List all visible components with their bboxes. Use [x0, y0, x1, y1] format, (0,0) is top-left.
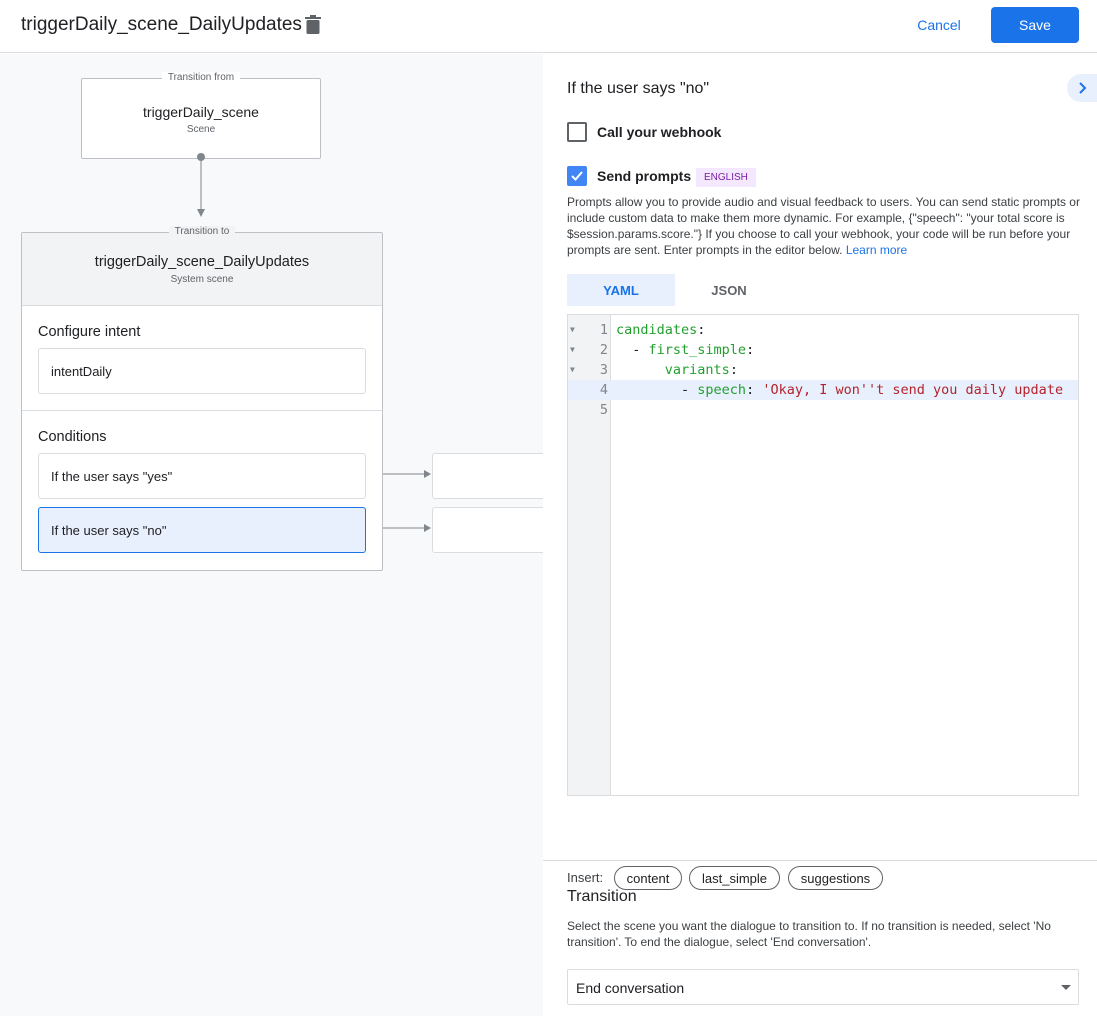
code-colon: :: [729, 362, 738, 378]
code-key: variants: [664, 362, 730, 378]
code-dash: -: [632, 342, 649, 358]
line-number: 1: [599, 322, 608, 338]
line-number: 5: [599, 402, 608, 418]
insert-chip-content[interactable]: content: [614, 866, 682, 890]
prompts-label: Send prompts: [597, 168, 692, 184]
node-title: triggerDaily_scene_DailyUpdates: [94, 254, 310, 270]
language-badge: ENGLISH: [696, 168, 756, 187]
line-number: 4: [599, 382, 608, 398]
transition-title: Transition: [567, 888, 637, 905]
prompts-checkbox[interactable]: [567, 166, 587, 186]
conditions-label: Conditions: [38, 429, 107, 445]
fold-arrow-icon[interactable]: ▼: [570, 365, 575, 374]
webhook-label: Call your webhook: [597, 124, 722, 140]
intent-box[interactable]: intentDaily: [38, 348, 366, 394]
chevron-right-icon: [1079, 82, 1087, 94]
code-line: 2 ▼ - first_simple:: [568, 340, 1078, 360]
target-node-yes[interactable]: [432, 453, 543, 499]
save-button[interactable]: Save: [991, 7, 1079, 43]
code-colon: :: [746, 342, 755, 358]
node-title: triggerDaily_scene: [143, 104, 259, 120]
insert-chip-last-simple[interactable]: last_simple: [689, 866, 780, 890]
code-indent: [616, 342, 632, 358]
panel-title: If the user says "no": [567, 80, 710, 97]
node-subtitle: System scene: [170, 274, 234, 285]
node-subtitle: Scene: [186, 124, 216, 135]
code-line: 4 - speech: 'Okay, I won''t send you dai…: [568, 380, 1078, 400]
fold-arrow-icon[interactable]: ▼: [570, 345, 575, 354]
condition-yes[interactable]: If the user says "yes": [38, 453, 366, 499]
code-colon: :: [746, 382, 763, 398]
tab-json[interactable]: JSON: [711, 282, 747, 298]
trash-icon[interactable]: [305, 15, 321, 34]
check-icon: [571, 171, 583, 181]
code-indent: [616, 382, 681, 398]
prompts-description: Prompts allow you to provide audio and v…: [567, 195, 1080, 257]
transition-from-node[interactable]: Transition from triggerDaily_scene Scene: [81, 72, 321, 159]
transition-select[interactable]: End conversation: [567, 969, 1079, 1005]
line-number: 3: [599, 362, 608, 378]
collapse-panel-button[interactable]: [1067, 74, 1097, 102]
webhook-checkbox[interactable]: [567, 122, 587, 142]
code-key: first_simple: [648, 342, 747, 358]
code-key: speech: [697, 382, 747, 398]
tab-yaml[interactable]: YAML: [567, 274, 675, 306]
code-line: 1 ▼ candidates:: [568, 320, 1078, 340]
node-tag: Transition from: [161, 72, 241, 83]
code-line: 5: [568, 400, 1078, 420]
insert-label: Insert:: [567, 870, 604, 885]
code-key: candidates: [616, 322, 698, 338]
condition-no[interactable]: If the user says "no": [38, 507, 366, 553]
detail-panel: If the user says "no" Call your webhook …: [543, 54, 1097, 1016]
code-line: 3 ▼ variants:: [568, 360, 1078, 380]
cancel-button[interactable]: Cancel: [905, 8, 973, 42]
page-title: triggerDaily_scene_DailyUpdates: [21, 14, 302, 35]
code-indent: [616, 362, 665, 378]
code-dash: -: [681, 382, 698, 398]
code-value: 'Okay, I won''t send you daily update: [762, 382, 1064, 398]
code-colon: :: [697, 322, 706, 338]
transition-description: Select the scene you want the dialogue t…: [567, 919, 1051, 949]
dropdown-arrow-icon: [1061, 985, 1071, 990]
transition-selected: End conversation: [576, 980, 685, 996]
header: triggerDaily_scene_DailyUpdates Cancel S…: [0, 0, 1097, 53]
code-editor[interactable]: 1 ▼ candidates: 2 ▼ - first_simple: 3 ▼ varian…: [567, 314, 1079, 796]
node-tag: Transition to: [168, 226, 236, 237]
intent-label: Configure intent: [38, 324, 141, 340]
flow-canvas: Transition from triggerDaily_scene Scene…: [0, 54, 543, 1016]
line-number: 2: [599, 342, 608, 358]
learn-more-link[interactable]: Learn more: [845, 243, 908, 257]
target-node-no[interactable]: [432, 507, 543, 553]
insert-chip-suggestions[interactable]: suggestions: [788, 866, 883, 890]
transition-to-node: Transition to triggerDaily_scene_DailyUp…: [21, 226, 383, 571]
fold-arrow-icon[interactable]: ▼: [570, 325, 575, 334]
